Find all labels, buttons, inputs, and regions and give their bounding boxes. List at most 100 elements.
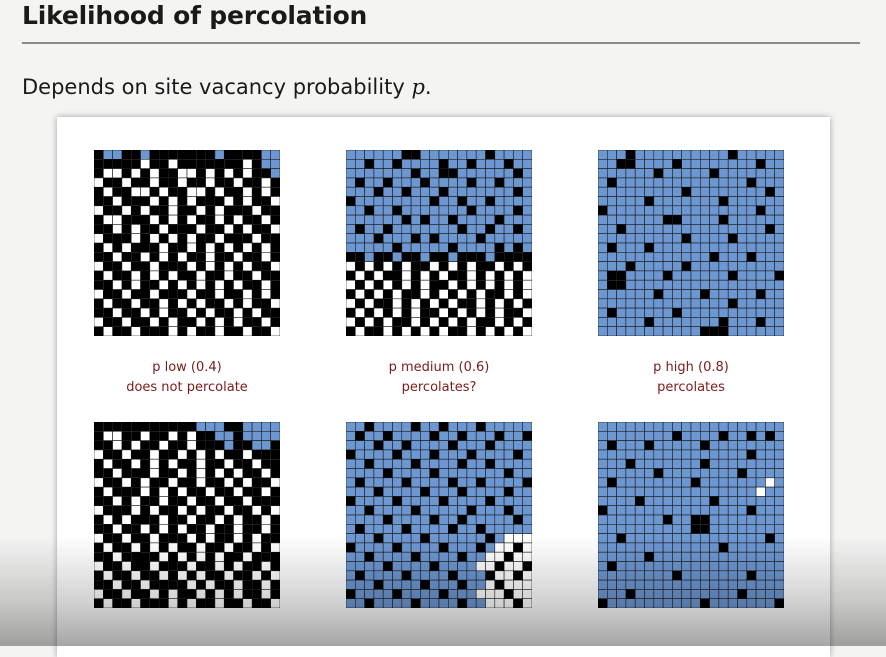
grid-cell xyxy=(598,486,608,497)
grid-cell xyxy=(774,298,784,309)
grid-cell xyxy=(242,431,253,441)
grid-cell xyxy=(485,496,495,506)
grid-cell xyxy=(644,270,655,281)
grid-cell xyxy=(690,279,701,290)
grid-cell xyxy=(448,196,458,207)
grid-cell xyxy=(616,168,627,179)
grid-cell xyxy=(373,307,384,318)
grid-cell xyxy=(112,533,122,543)
grid-cell xyxy=(653,570,664,581)
grid-cell xyxy=(411,422,421,432)
grid-cell xyxy=(718,196,729,206)
grid-cell xyxy=(364,261,375,272)
grid-cell xyxy=(755,233,766,244)
grid-cell xyxy=(177,431,187,441)
grid-cell xyxy=(504,308,514,318)
grid-cell xyxy=(691,524,701,534)
grid-cell xyxy=(503,326,514,336)
grid-cell xyxy=(103,205,113,216)
grid-cell xyxy=(746,261,757,272)
grid-cell xyxy=(270,449,280,460)
grid-cell xyxy=(755,224,766,235)
grid-cell xyxy=(252,298,262,309)
grid-cell xyxy=(672,205,683,216)
grid-cell xyxy=(373,496,384,507)
grid-cell xyxy=(607,486,617,497)
grid-cell xyxy=(681,298,692,309)
grid-cell xyxy=(355,561,365,572)
grid-cell xyxy=(494,205,505,216)
grid-cell xyxy=(112,440,123,451)
grid-cell xyxy=(346,252,356,262)
grid-cell xyxy=(616,458,627,469)
grid-cell xyxy=(466,159,477,169)
grid-cell xyxy=(634,326,645,336)
grid-cell xyxy=(765,486,775,497)
grid-cell xyxy=(94,215,104,225)
grid-cell xyxy=(494,215,505,225)
grid-cell xyxy=(214,308,225,318)
grid-cell xyxy=(700,505,710,516)
grid-cell xyxy=(140,186,151,197)
grid-cell xyxy=(737,298,748,309)
grid-cell xyxy=(233,570,243,581)
grid-cell xyxy=(112,205,122,216)
grid-cell xyxy=(196,224,206,235)
grid-cell xyxy=(130,496,141,507)
grid-cell xyxy=(94,187,104,197)
grid-cell xyxy=(448,177,458,188)
grid-cell xyxy=(168,515,178,525)
grid-cell xyxy=(94,280,104,290)
grid-cell xyxy=(196,196,206,206)
grid-cell xyxy=(448,486,458,497)
grid-cell xyxy=(718,242,729,253)
grid-cell xyxy=(503,514,514,525)
grid-cell xyxy=(103,486,113,497)
grid-cell xyxy=(625,579,636,590)
grid-cell xyxy=(727,486,738,497)
grid-cell xyxy=(121,580,132,590)
grid-cell xyxy=(196,551,206,562)
grid-cell xyxy=(755,477,766,488)
grid-cell xyxy=(242,440,253,450)
grid-cell xyxy=(475,298,486,309)
grid-cell xyxy=(774,233,784,244)
grid-cell xyxy=(709,298,720,309)
grid-cell xyxy=(205,542,215,553)
grid-cell xyxy=(616,524,627,534)
grid-cell xyxy=(644,422,655,432)
grid-cell xyxy=(746,551,757,562)
grid-cell xyxy=(420,477,431,488)
grid-cell xyxy=(364,552,374,562)
grid-cell xyxy=(131,580,141,590)
grid-cell xyxy=(746,579,757,590)
grid-cell xyxy=(103,505,113,515)
grid-cell xyxy=(466,579,477,590)
grid-cell xyxy=(187,317,197,327)
grid-cell xyxy=(475,449,486,460)
grid-cell xyxy=(494,326,505,336)
grid-cell xyxy=(681,205,692,216)
grid-cell xyxy=(598,561,608,572)
grid-cell xyxy=(140,422,150,432)
grid-cell xyxy=(251,458,262,469)
grid-cell xyxy=(522,150,532,160)
grid-cell xyxy=(466,458,477,469)
grid-cell xyxy=(242,477,253,488)
subtitle: Depends on site vacancy probability p. xyxy=(22,72,432,102)
grid-cell xyxy=(672,579,683,590)
grid-cell xyxy=(205,552,215,562)
grid-cell xyxy=(382,159,393,169)
grid-cell xyxy=(774,551,784,562)
grid-cell xyxy=(112,224,123,235)
grid-cell xyxy=(261,242,271,253)
grid-cell xyxy=(644,224,655,235)
grid-cell xyxy=(448,215,458,225)
grid-cell xyxy=(103,252,113,262)
grid-cell xyxy=(177,326,187,336)
grid-cell xyxy=(401,496,412,507)
grid-cell xyxy=(346,270,356,281)
grid-cell xyxy=(625,186,636,197)
grid-cell xyxy=(616,289,627,300)
grid-cell xyxy=(737,317,748,327)
